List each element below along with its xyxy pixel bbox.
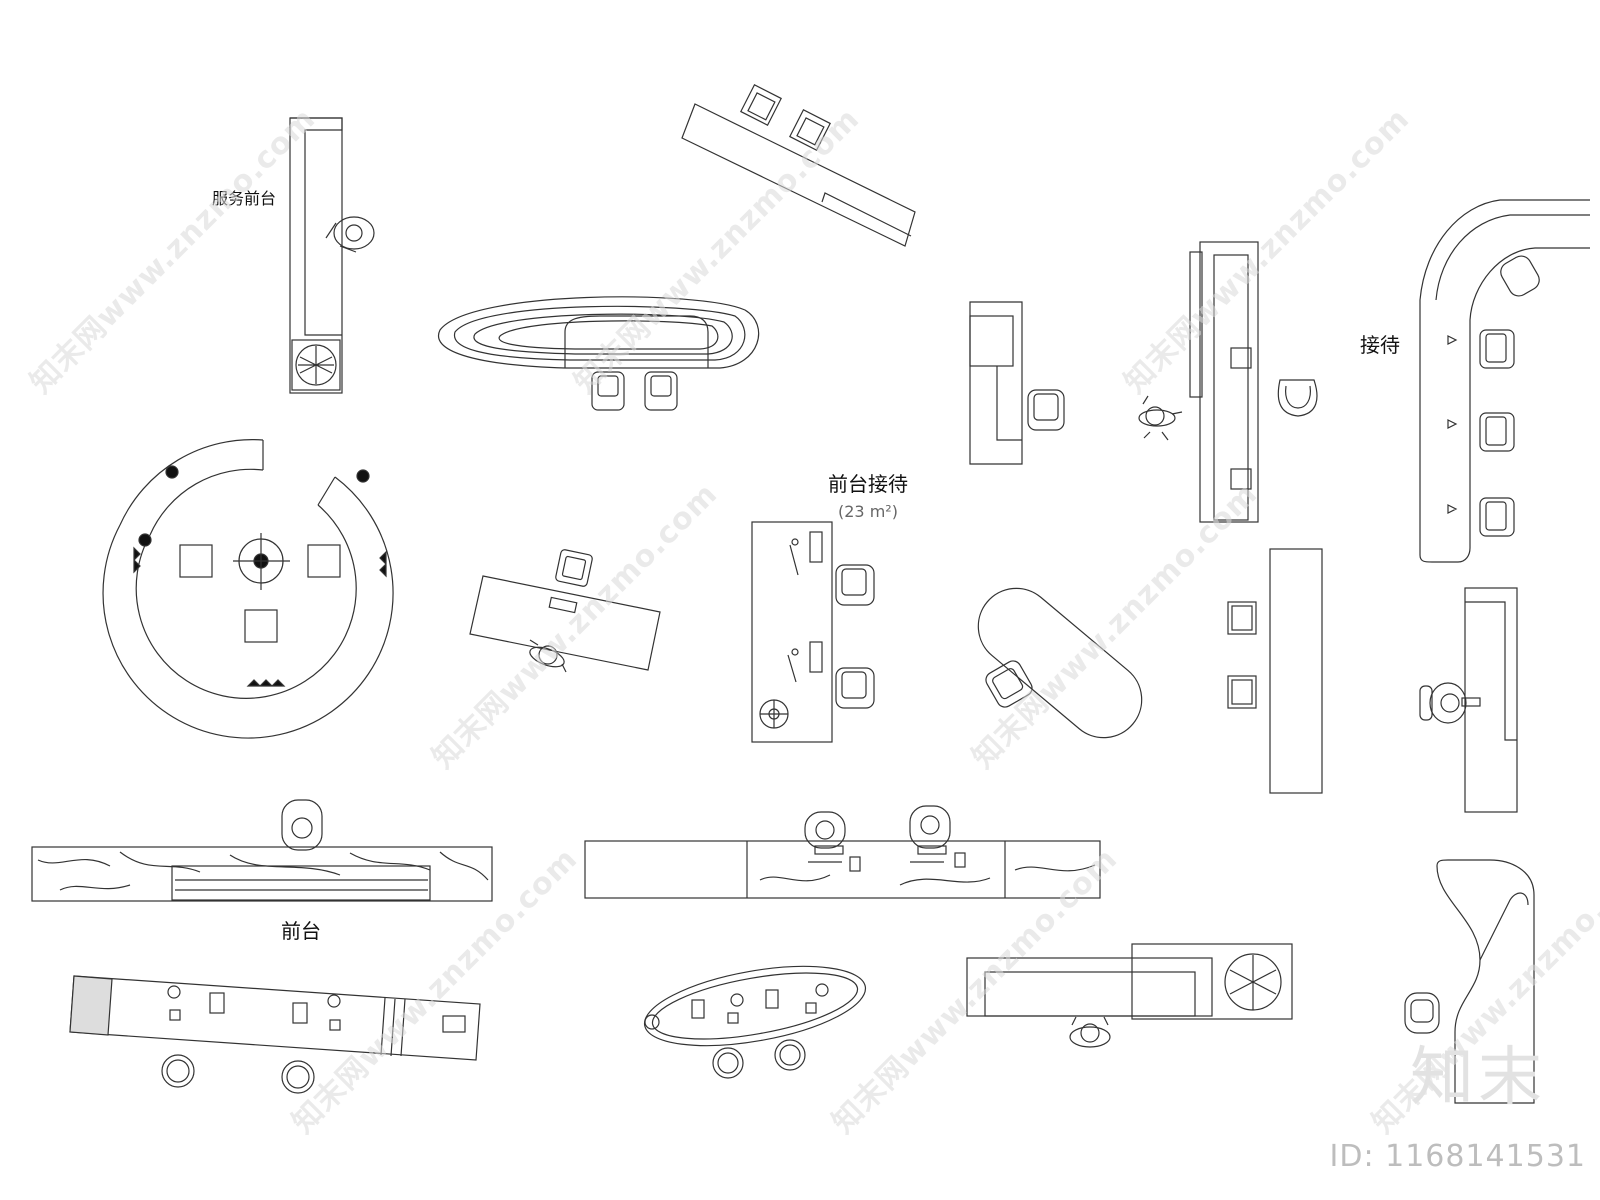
chair-icon (1500, 255, 1540, 297)
oval-layered-desk (437, 296, 760, 411)
watermark-brand: 知末 (1410, 1041, 1546, 1115)
potted-plant-icon (295, 344, 337, 386)
person-seated-icon (529, 639, 567, 673)
label-reception: 接待 (1360, 333, 1400, 357)
chair-icon (835, 564, 875, 606)
label-service-front-desk: 服务前台 (212, 189, 277, 208)
chair-icon (1479, 497, 1515, 537)
label-front-desk-reception: 前台接待 (828, 472, 908, 496)
front-desk-23sqm (751, 521, 875, 743)
service-front-desk-block (289, 117, 375, 394)
chair-icon (1479, 329, 1515, 369)
chair-icon (555, 549, 593, 587)
label-area: (23 m²) (838, 502, 898, 521)
desk-lamp-icon (759, 699, 789, 729)
person-walking-icon (1138, 395, 1183, 441)
label-front-desk: 前台 (281, 919, 321, 943)
chair-icon (591, 371, 625, 411)
rounded-tilted-table (977, 587, 1143, 739)
person-seated-icon (909, 805, 951, 849)
angled-desk-two-chairs (681, 84, 916, 247)
long-table-two-stools (1227, 548, 1323, 794)
l-shaped-desk (969, 301, 1065, 465)
chair-icon (1227, 601, 1257, 635)
stool-icon (281, 1060, 315, 1094)
chair-icon (1404, 992, 1440, 1034)
watermark-id: ID: 1168141531 (1329, 1139, 1586, 1174)
desk-with-planter (966, 943, 1293, 1048)
tilted-desk-with-figure (469, 549, 661, 673)
stool-icon (161, 1054, 195, 1088)
chair-icon (1479, 412, 1515, 452)
chair-icon (985, 660, 1033, 708)
shrub-icon (1224, 953, 1282, 1011)
chair-icon (835, 667, 875, 709)
double-station-desk (584, 805, 1101, 899)
marble-front-desk (31, 799, 493, 902)
vertical-desk-with-figure (1419, 587, 1518, 813)
chair-icon (1027, 389, 1065, 431)
tilted-long-desk (69, 975, 481, 1094)
vertical-desk-monitors (1138, 241, 1318, 523)
chair-icon (740, 84, 782, 126)
chair-icon (1227, 675, 1257, 709)
person-seated-icon (1069, 1016, 1111, 1048)
person-seated-icon (325, 216, 375, 253)
curved-reception-desk (1419, 199, 1590, 563)
angled-corner-desk (1404, 859, 1535, 1104)
oval-desk-stools (643, 965, 867, 1079)
chair-icon (644, 371, 678, 411)
chair-icon (1277, 379, 1318, 417)
chair-icon (281, 799, 323, 851)
stool-icon (712, 1047, 744, 1079)
person-seated-icon (804, 811, 846, 849)
chair-icon (789, 109, 831, 151)
stool-icon (774, 1039, 806, 1071)
circular-reception-desk (102, 438, 394, 739)
person-seated-icon (1419, 682, 1481, 724)
